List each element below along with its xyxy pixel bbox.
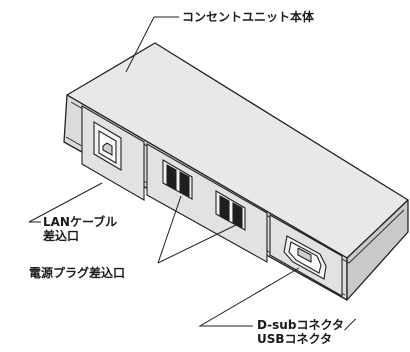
usb-tab [297,247,312,263]
power-outlet-2-slot-b [232,202,243,229]
label-lan-line2: 差込口 [43,229,80,243]
power-outlet-section [146,143,268,263]
leader-lan [28,182,103,223]
label-lan-cable-port: LANケーブル 差込口 [43,215,117,243]
lan-port-section [81,105,145,201]
lan-port-clip [102,142,113,156]
label-dsub-line1: D-subコネクタ／ [257,318,356,332]
leader-main-body [125,16,179,73]
power-outlet-1-slot-a [166,164,177,191]
label-dsub-line2: USBコネクタ [257,332,333,346]
label-power-plug-text: 電源プラグ差込口 [29,266,126,280]
label-outlet-unit-body: コンセントユニット本体 [182,10,314,24]
dsub-usb-section [269,214,343,297]
label-dsub-usb-connector: D-subコネクタ／ USBコネクタ [257,318,356,346]
label-outlet-unit-body-text: コンセントユニット本体 [182,10,315,24]
leader-power-2 [157,223,239,264]
power-outlet-1-slot-b [179,171,190,198]
leader-dsub [198,267,300,327]
unit-end-face [346,199,409,301]
label-power-plug-port: 電源プラグ差込口 [29,266,125,280]
leader-power-1 [157,195,182,264]
label-lan-line1: LANケーブル [43,215,118,229]
power-outlet-2-slot-a [219,195,230,222]
leader-lines [28,16,300,327]
